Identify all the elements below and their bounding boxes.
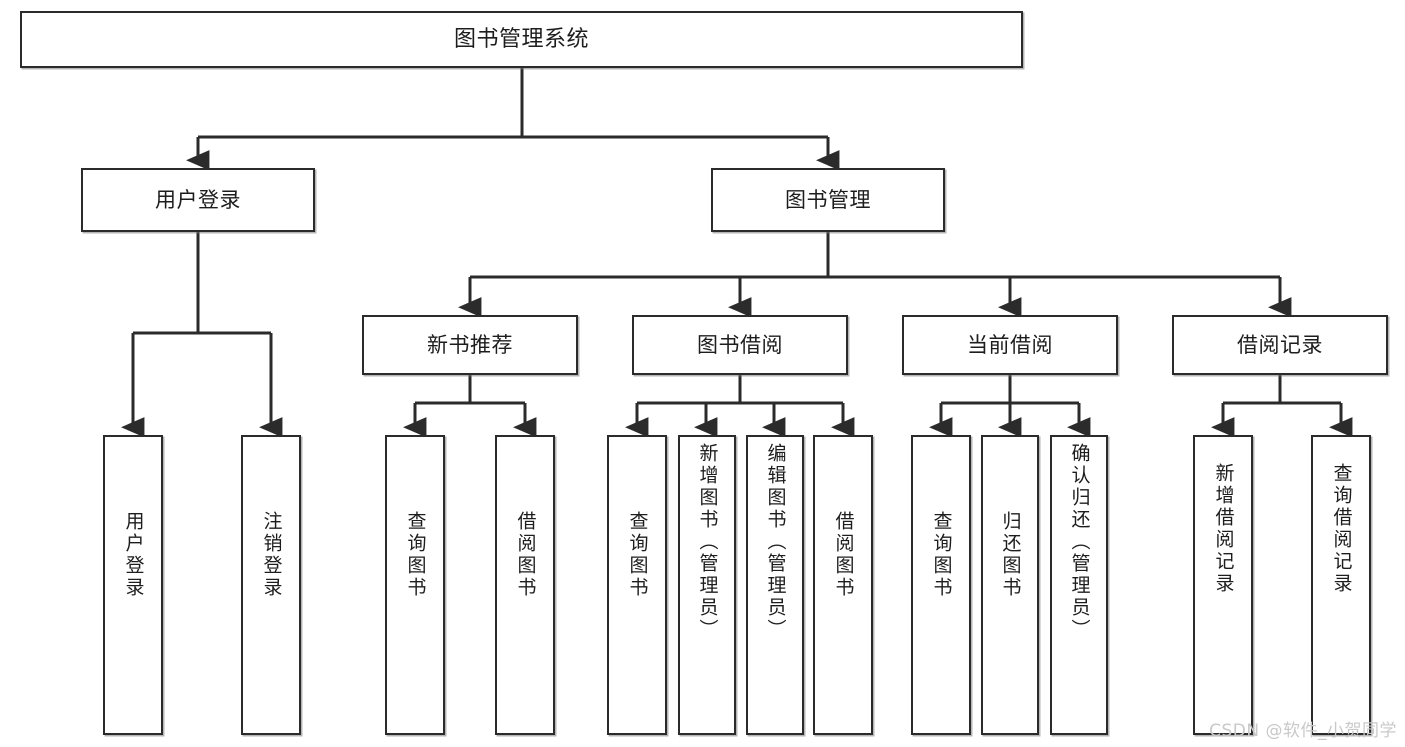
node-current-borrow[interactable]: 当前借阅	[902, 315, 1118, 375]
leaf-current-confirm-return-admin[interactable]: 确认归还（管理员）	[1050, 435, 1108, 735]
node-label: 借阅记录	[1237, 332, 1323, 357]
node-root-book-management-system[interactable]: 图书管理系统	[20, 11, 1023, 68]
node-label: 图书借阅	[697, 332, 783, 357]
leaf-user-login-signout[interactable]: 注销登录	[241, 435, 301, 735]
leaf-user-login-signin[interactable]: 用户登录	[103, 435, 163, 735]
node-label: 确认归还（管理员）	[1068, 443, 1091, 641]
leaf-current-query-book[interactable]: 查询图书	[911, 435, 971, 735]
leaf-borrow-edit-book-admin[interactable]: 编辑图书（管理员）	[746, 435, 804, 735]
node-label: 编辑图书（管理员）	[764, 443, 787, 641]
leaf-records-query-record[interactable]: 查询借阅记录	[1311, 435, 1371, 735]
node-label: 用户登录	[122, 511, 145, 599]
node-label: 借阅图书	[832, 511, 855, 599]
node-borrow-records[interactable]: 借阅记录	[1172, 315, 1388, 375]
leaf-current-return-book[interactable]: 归还图书	[981, 435, 1039, 735]
node-book-borrow[interactable]: 图书借阅	[632, 315, 848, 375]
node-label: 新增图书（管理员）	[696, 443, 719, 641]
node-label: 查询图书	[930, 511, 953, 599]
node-label: 当前借阅	[967, 332, 1053, 357]
leaf-borrow-add-book-admin[interactable]: 新增图书（管理员）	[678, 435, 736, 735]
node-label: 归还图书	[999, 511, 1022, 599]
node-user-login[interactable]: 用户登录	[81, 168, 315, 232]
node-label: 用户登录	[155, 187, 241, 212]
node-new-book-recommend[interactable]: 新书推荐	[362, 315, 578, 375]
node-book-management[interactable]: 图书管理	[711, 168, 945, 232]
leaf-borrow-query-book[interactable]: 查询图书	[607, 435, 667, 735]
node-label: 新书推荐	[427, 332, 513, 357]
leaf-borrow-borrow-book[interactable]: 借阅图书	[813, 435, 873, 735]
node-label: 查询图书	[404, 511, 427, 599]
leaf-recommend-query-book[interactable]: 查询图书	[385, 435, 445, 735]
node-label: 图书管理	[785, 187, 871, 212]
leaf-records-add-record[interactable]: 新增借阅记录	[1193, 435, 1253, 735]
node-label: 图书管理系统	[453, 26, 589, 52]
node-label: 查询借阅记录	[1330, 463, 1353, 595]
node-label: 借阅图书	[514, 511, 537, 599]
node-label: 查询图书	[626, 511, 649, 599]
node-label: 新增借阅记录	[1212, 463, 1235, 595]
leaf-recommend-borrow-book[interactable]: 借阅图书	[495, 435, 555, 735]
node-label: 注销登录	[260, 511, 283, 599]
